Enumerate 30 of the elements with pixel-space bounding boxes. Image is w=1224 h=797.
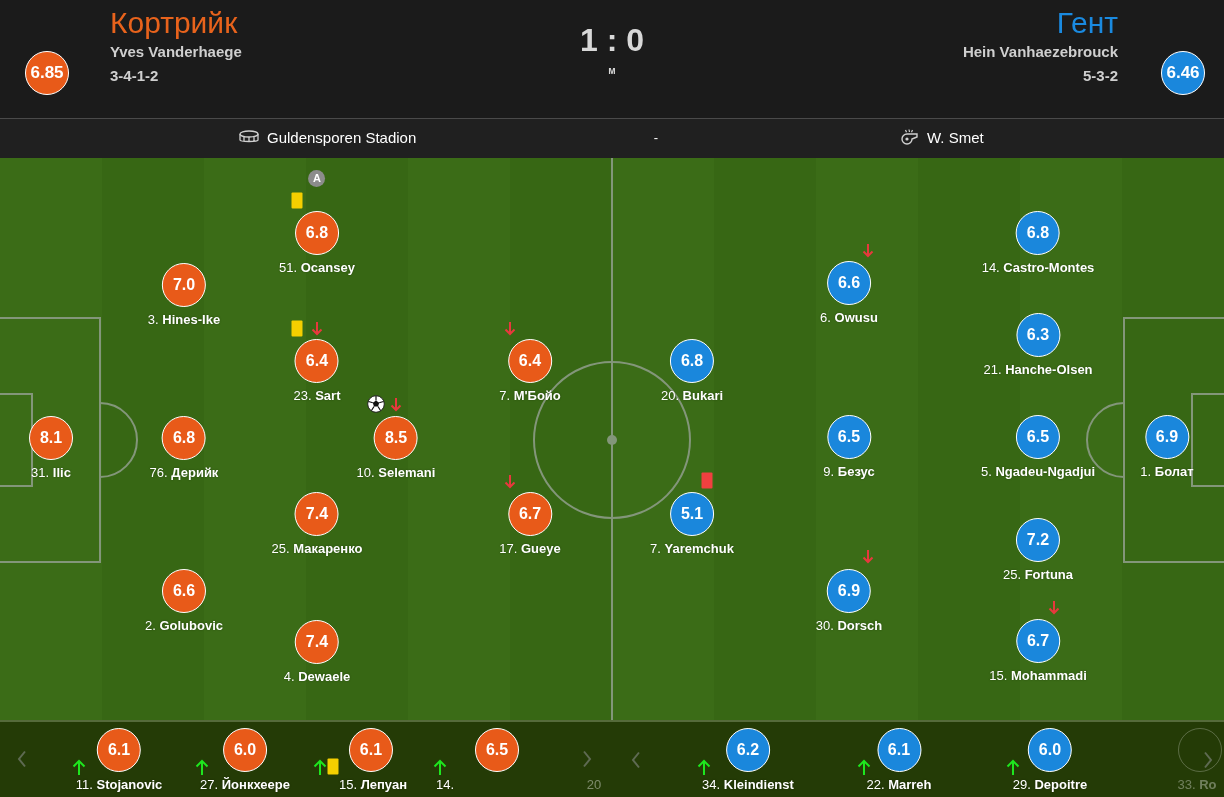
player-name: 22. Marreh <box>866 777 932 793</box>
match-status: м <box>608 65 616 77</box>
manager-name: Hein Vanhaezebrouck <box>962 43 1118 61</box>
player-name: 51. Ocansey <box>279 260 355 276</box>
venue-name: Guldensporen Stadion <box>267 129 417 147</box>
player-name: 27. Йонкхеере <box>200 777 290 793</box>
player-name: 14. <box>435 777 455 793</box>
player-name: 3. Hines-Ike <box>147 312 221 328</box>
info-text: - <box>653 130 659 146</box>
shirt-number: 20 <box>586 777 602 793</box>
player-name: 11. Stojanovic <box>75 777 163 793</box>
player-name: 15. Лепуан <box>339 777 407 793</box>
player-name: 1. Болат <box>1140 464 1194 480</box>
player-name: 25. Fortuna <box>1002 567 1074 583</box>
player-name: 23. Sart <box>293 388 341 404</box>
player-name: 4. Dewaele <box>283 669 351 685</box>
player-name: 76. Дерийк <box>149 465 219 481</box>
player-name: 34. Kleindienst <box>702 777 794 793</box>
player-name: 2. Golubovic <box>145 618 223 634</box>
team-name: Кортрийк <box>110 5 238 41</box>
player-name: 25. Макаренко <box>271 541 363 557</box>
formation: 3-4-1-2 <box>110 67 159 85</box>
manager-name: Yves Vanderhaege <box>110 43 242 61</box>
player-name: 33. Ro <box>1177 777 1217 793</box>
player-name: 31. Ilic <box>31 465 71 481</box>
team-name: Гент <box>1056 5 1118 41</box>
player-name: 29. Depoitre <box>1012 777 1088 793</box>
formation: 5-3-2 <box>1082 67 1118 85</box>
score: 1 : 0 <box>580 21 644 59</box>
referee-name: W. Smet <box>927 129 984 147</box>
